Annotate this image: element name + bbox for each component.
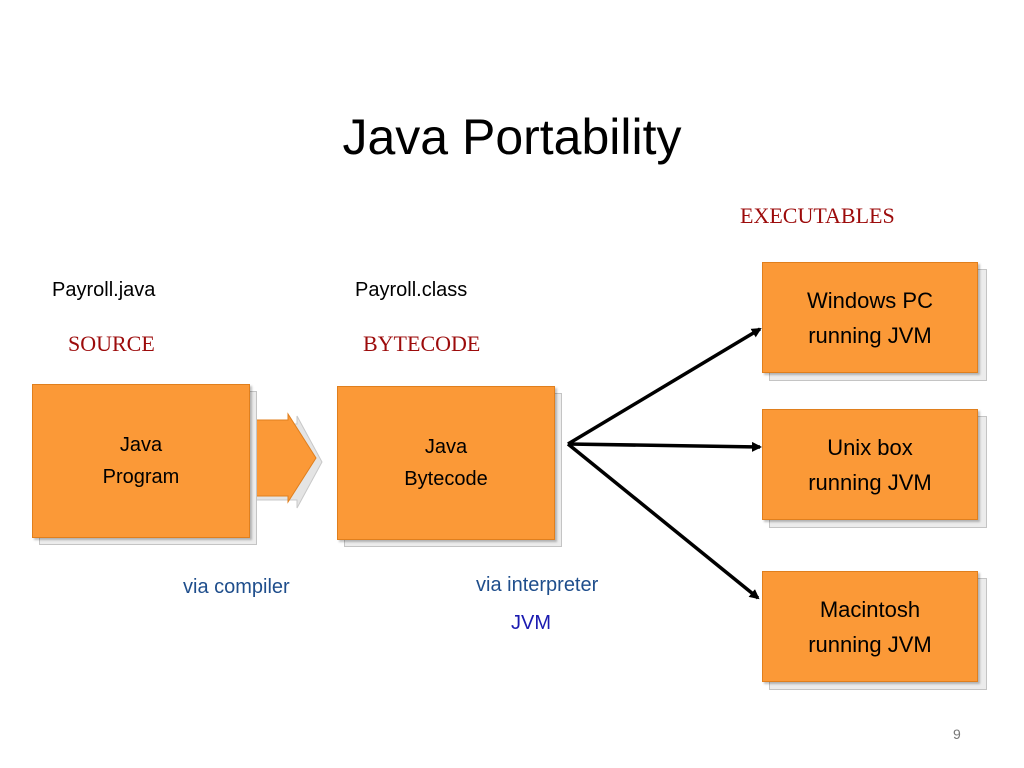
jvm-label: JVM <box>511 612 551 634</box>
arrow-to-unix <box>567 441 762 452</box>
java-bytecode-box: Java Bytecode <box>337 386 555 540</box>
macintosh-box: Macintosh running JVM <box>762 571 978 682</box>
mac-line2: running JVM <box>808 631 932 657</box>
slide-title: Java Portability <box>342 109 682 165</box>
arrow-to-mac <box>566 442 760 600</box>
via-interpreter-label: via interpreter <box>476 574 599 596</box>
mac-line1: Macintosh <box>819 596 921 622</box>
unix-line2: running JVM <box>808 469 932 495</box>
page-number: 9 <box>953 726 961 742</box>
java-program-line1: Java <box>119 434 163 456</box>
source-heading: SOURCE <box>68 331 155 356</box>
java-bytecode-line1: Java <box>424 436 468 458</box>
executables-heading: EXECUTABLES <box>740 203 895 228</box>
unix-line1: Unix box <box>827 434 913 460</box>
unix-box: Unix box running JVM <box>762 409 978 520</box>
java-program-box: Java Program <box>32 384 250 538</box>
java-program-line2: Program <box>102 466 180 488</box>
source-filename: Payroll.java <box>52 279 156 301</box>
windows-line2: running JVM <box>808 322 932 348</box>
bytecode-filename: Payroll.class <box>355 279 468 301</box>
compile-block-arrow <box>247 412 323 509</box>
arrow-to-windows <box>567 327 762 446</box>
via-compiler-label: via compiler <box>183 576 290 598</box>
bytecode-heading: BYTECODE <box>363 331 481 356</box>
java-bytecode-line2: Bytecode <box>404 468 488 490</box>
windows-line1: Windows PC <box>807 287 933 313</box>
windows-pc-box: Windows PC running JVM <box>762 262 978 373</box>
